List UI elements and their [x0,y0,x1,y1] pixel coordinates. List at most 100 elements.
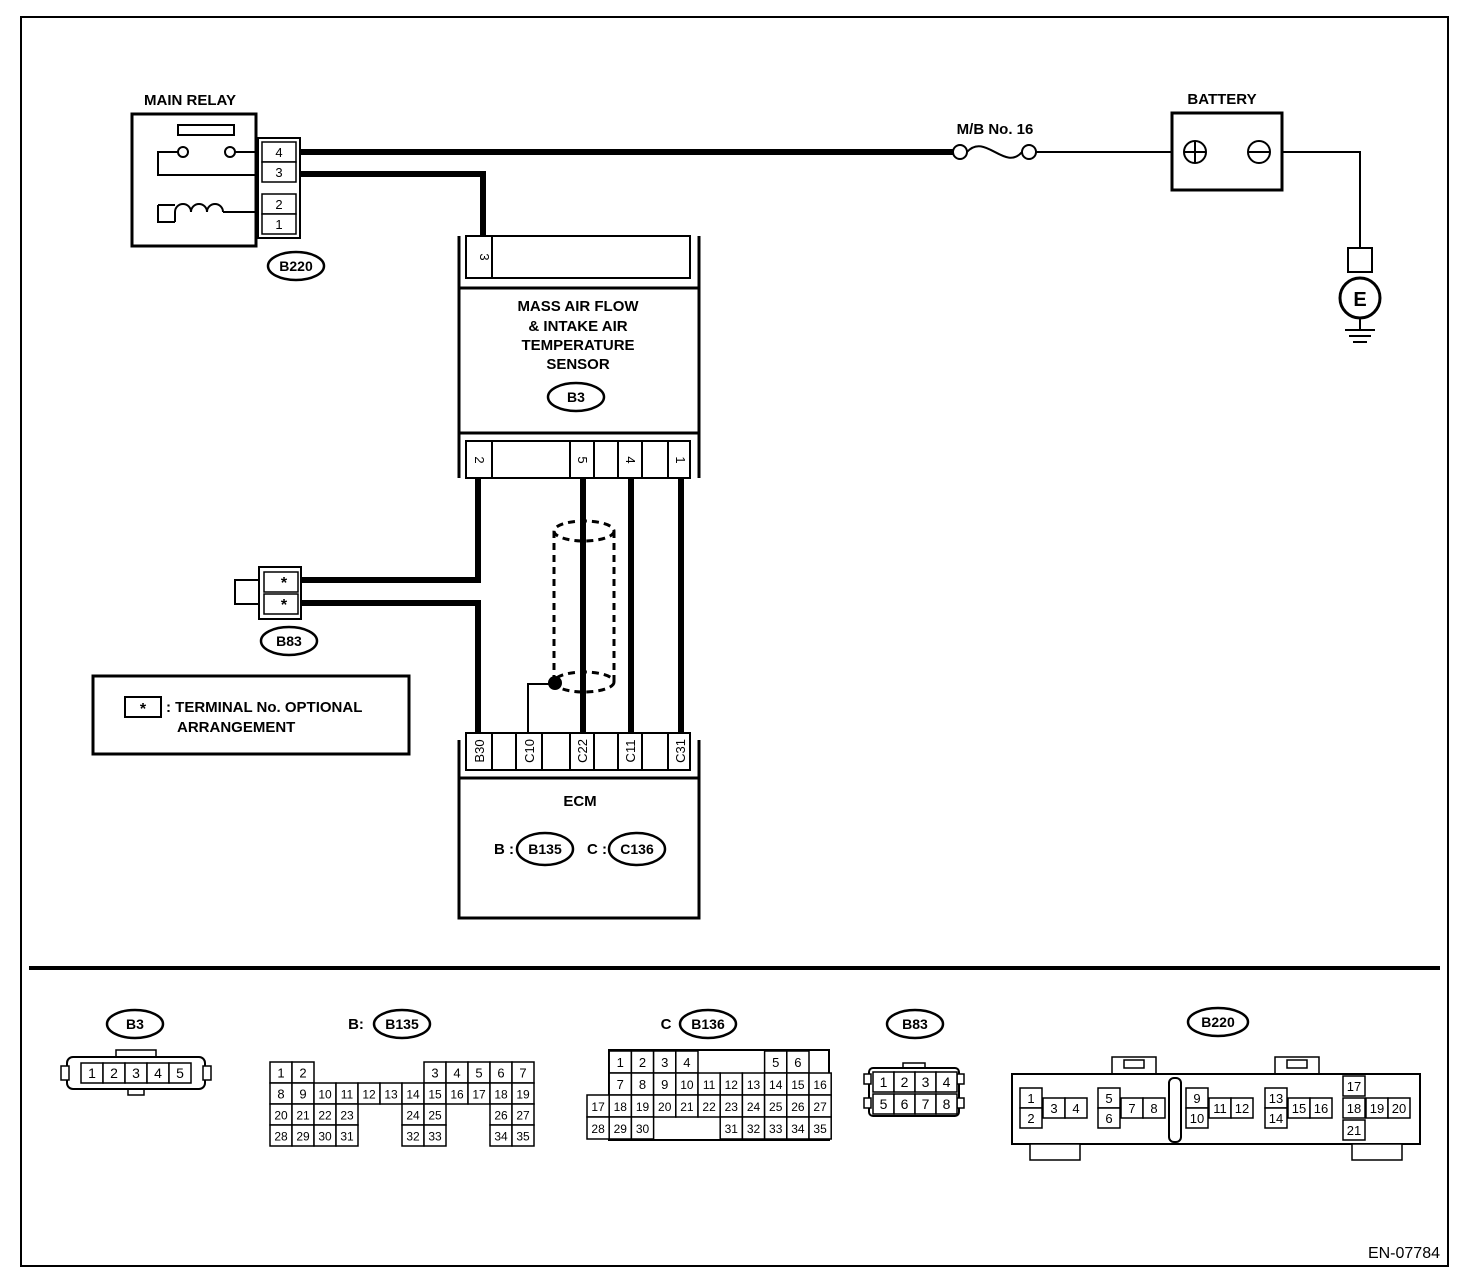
b136-view-pin-label: 15 [791,1078,805,1092]
b83-pin-a: * [281,575,288,592]
b3-view-pin-label: 5 [176,1065,184,1081]
b83-view-pin-label: 2 [901,1074,909,1090]
b135-view-pin-label: 29 [296,1130,310,1144]
b220-view-pin [1342,1075,1366,1097]
relay-coil-icon [157,203,262,223]
maf-sensor: 3 MASS AIR FLOW & INTAKE AIR TEMPERATURE… [457,235,701,479]
b135-view-pin-label: 27 [516,1109,530,1123]
maf-pin-4: 4 [623,456,638,463]
b220-view-pin-label: 21 [1347,1123,1361,1138]
b135-view-pin-label: 16 [450,1088,464,1102]
b3-view-pin [168,1062,192,1084]
relay-connector-tag: B220 [279,258,313,274]
b135-view-pin-label: 11 [341,1088,354,1102]
b135-view-pin-label: 26 [494,1109,508,1123]
b83-view-pin [935,1093,958,1115]
b83-view-label: B83 [902,1016,928,1032]
b220-view-pin-label: 15 [1292,1101,1306,1116]
b136-view-pin-label: 28 [591,1122,605,1136]
maf-title-line1: MASS AIR FLOW [517,298,639,315]
b220-view-pin-label: 6 [1105,1111,1112,1126]
b135-view-pin [335,1124,359,1147]
b220-view-pin [1064,1097,1088,1119]
b220-view-pin [1097,1107,1121,1129]
b220-view-pin-label: 7 [1128,1101,1135,1116]
b135-view-pin-label: 12 [362,1088,376,1102]
b135-view-pin-label: 8 [277,1087,284,1102]
b220-view-pin-label: 11 [1213,1101,1227,1116]
ecm-pin-c31: C31 [673,739,688,763]
b135-view-pin-label: 15 [428,1088,442,1102]
b136-view-prefix: C [661,1016,672,1033]
b220-view-pin-label: 18 [1347,1101,1361,1116]
fuse-icon [966,145,1023,159]
b220-view-pin-label: 14 [1269,1111,1283,1126]
b136-view-pin-label: 25 [769,1100,783,1114]
b136-view-pin-label: 27 [813,1100,827,1114]
ground-label: E [1353,289,1366,311]
b136-view-pin-label: 30 [636,1122,650,1136]
b3-view-pin-label: 3 [132,1065,140,1081]
b136-view-pin-label: 10 [680,1078,694,1092]
maf-pin-1: 1 [673,456,688,463]
legend-box: * : TERMINAL No. OPTIONAL ARRANGEMENT [91,674,411,756]
b220-view-pin-label: 19 [1370,1101,1384,1116]
b135-view-pin-label: 2 [299,1066,306,1081]
wire-maf2-b83 [300,478,481,583]
maf-pin-5: 5 [575,456,590,463]
b83-view-pin-label: 7 [922,1096,930,1112]
b135-view-pin-label: 20 [274,1109,288,1123]
b135-view-label: B135 [385,1016,419,1032]
b135-view-pin-label: 17 [472,1088,486,1102]
b220-view-pin-label: 4 [1072,1101,1079,1116]
b220-view-pin [1230,1097,1254,1119]
b135-view-pin-label: 5 [475,1066,482,1081]
b136-view-pin-label: 29 [614,1122,628,1136]
b3-view-pin-label: 1 [88,1065,96,1081]
wire-b83-b30 [300,600,481,740]
b83-view-pin [935,1071,958,1093]
legend-line1: : TERMINAL No. OPTIONAL [166,699,362,716]
b136-view-pin-label: 13 [747,1078,761,1092]
b220-view-pin [1387,1097,1411,1119]
b135-view-pin-label: 7 [519,1066,526,1081]
b135-view-pin-label: 23 [340,1109,354,1123]
b136-view-pin-label: 1 [617,1055,624,1070]
ecm-c-connector-tag: C136 [620,841,654,857]
b220-view-pin-label: 5 [1105,1091,1112,1106]
b136-view-pin-label: 2 [639,1055,646,1070]
maf-pin-3: 3 [477,253,492,260]
b220-view-pin-label: 2 [1027,1111,1034,1126]
b136-view-pin-label: 34 [791,1122,805,1136]
b135-view-prefix: B: [348,1016,364,1033]
ecm-b-prefix: B : [494,841,514,858]
relay-pin-1: 1 [275,217,282,232]
b135-view-pin-label: 14 [406,1088,420,1102]
b136-view-pin-label: 12 [725,1078,739,1092]
b135-view-pin [511,1124,535,1147]
b135-view-pin-label: 21 [296,1109,310,1123]
b136-view-pin-label: 7 [617,1077,624,1092]
main-relay-title: MAIN RELAY [144,92,236,109]
b220-view-pin-label: 8 [1150,1101,1157,1116]
b83-view-pin-label: 6 [901,1096,909,1112]
b83-connector-tag: B83 [276,633,302,649]
b136-view-pin-label: 6 [794,1055,801,1070]
b136-view-pin-label: 24 [747,1100,761,1114]
b136-view-pin-label: 8 [639,1077,646,1092]
b136-view-pin [808,1116,832,1140]
battery-title: BATTERY [1187,91,1256,108]
wire-battery-ground [1280,151,1361,248]
b220-view-pin-label: 3 [1050,1101,1057,1116]
b83-view-pin-label: 8 [943,1096,951,1112]
b135-view-pin-label: 10 [318,1088,332,1102]
b220-view-pin [1342,1119,1366,1141]
ground: E [1338,247,1382,343]
b220-view-pin-label: 12 [1235,1101,1249,1116]
maf-title-line4: SENSOR [546,356,610,373]
maf-connector-tag: B3 [567,389,585,405]
maf-title-line2: & INTAKE AIR [528,318,627,335]
